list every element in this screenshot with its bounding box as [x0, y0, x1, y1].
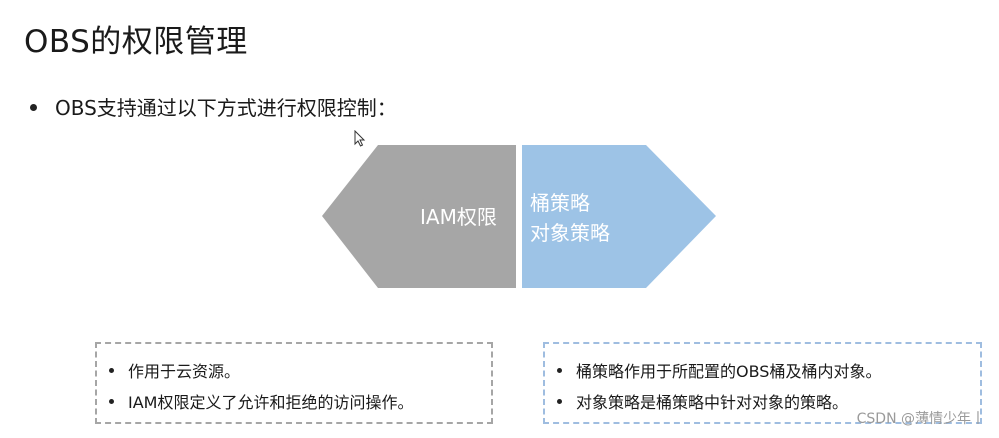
mouse-cursor-icon — [354, 130, 366, 147]
list-item: 桶策略作用于所配置的OBS桶及桶内对象。 — [557, 356, 966, 387]
iam-description-box: 作用于云资源。 IAM权限定义了允许和拒绝的访问操作。 — [95, 342, 493, 424]
intro-text: OBS支持通过以下方式进行权限控制： — [55, 96, 397, 120]
page-title: OBS的权限管理 — [24, 24, 248, 60]
intro-bullet: OBS支持通过以下方式进行权限控制： — [30, 92, 397, 121]
policy-description-box: 桶策略作用于所配置的OBS桶及桶内对象。 对象策略是桶策略中针对对象的策略。 — [543, 342, 982, 424]
watermark: CSDN @薄情少年丨 — [856, 411, 985, 427]
bullet-dot — [30, 104, 37, 111]
bucket-object-policy-shape — [522, 145, 716, 288]
policy-labels: 桶策略 对象策略 — [530, 188, 610, 248]
list-item: IAM权限定义了允许和拒绝的访问操作。 — [109, 387, 477, 418]
bullet-dot — [557, 368, 562, 373]
bucket-policy-label: 桶策略 — [530, 191, 590, 215]
bullet-dot — [109, 399, 114, 404]
iam-permission-label: IAM权限 — [420, 205, 497, 229]
iam-permission-shape — [322, 145, 516, 288]
object-policy-label: 对象策略 — [530, 221, 610, 245]
bullet-dot — [109, 368, 114, 373]
list-item: 对象策略是桶策略中针对对象的策略。 — [557, 387, 966, 418]
list-item: 作用于云资源。 — [109, 356, 477, 387]
bullet-dot — [557, 399, 562, 404]
